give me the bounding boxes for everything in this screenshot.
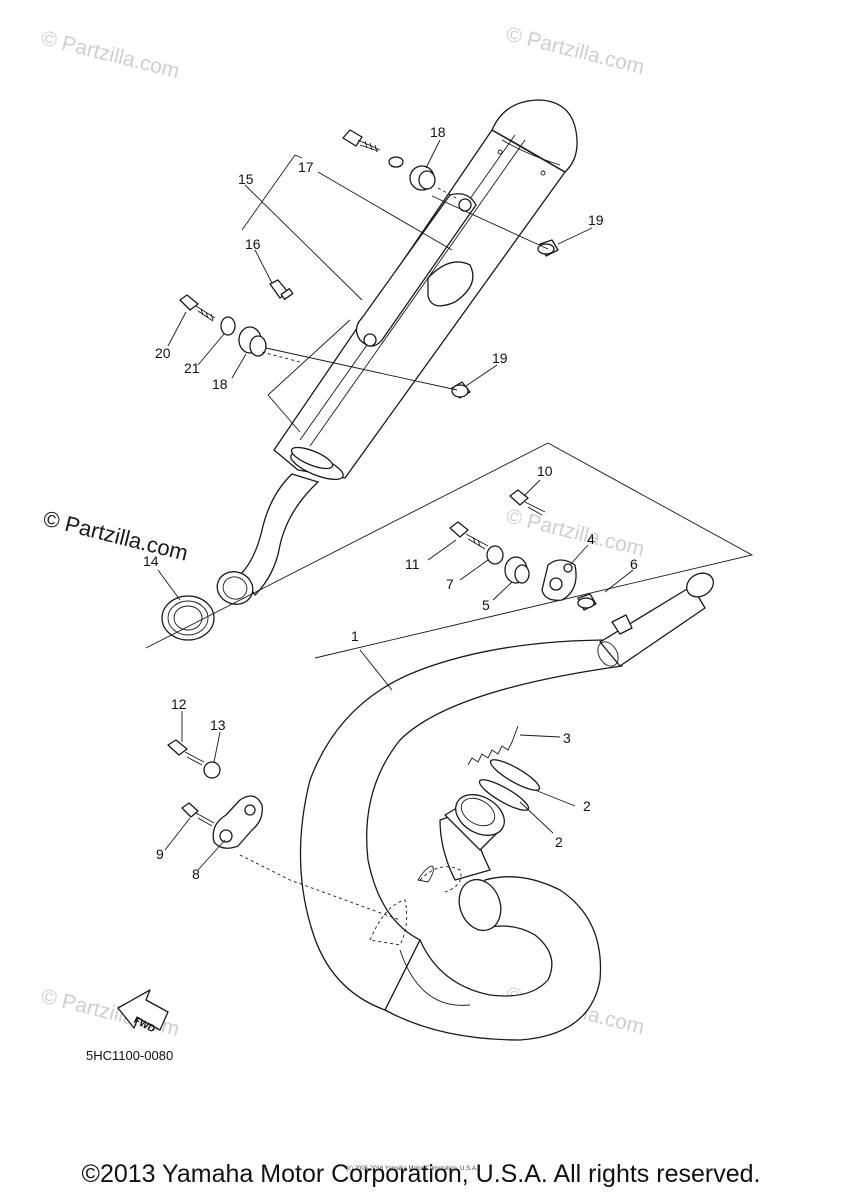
callout-12: 12 xyxy=(171,696,187,712)
watermark-middle-left: © Partzilla.com xyxy=(41,506,191,566)
copyright-notice: ©2013 Yamaha Motor Corporation, U.S.A. A… xyxy=(81,1160,761,1188)
fwd-arrow-icon: FWD xyxy=(117,989,169,1035)
callout-1: 1 xyxy=(351,628,359,644)
callout-5: 5 xyxy=(482,597,490,613)
callout-21: 21 xyxy=(184,360,200,376)
callout-3: 3 xyxy=(563,730,571,746)
small-print: (c) 2005-2016 Yamaha Motor Corporation, … xyxy=(346,1166,478,1172)
callout-7: 7 xyxy=(446,576,454,592)
callout-8: 8 xyxy=(192,866,200,882)
callout-19b: 19 xyxy=(492,350,508,366)
callout-16: 16 xyxy=(245,236,261,252)
callout-18b: 18 xyxy=(212,376,228,392)
callout-leaders xyxy=(157,139,634,871)
flange-8 xyxy=(167,739,401,921)
diagram-code: 5HC1100-0080 xyxy=(86,1048,173,1063)
callout-15: 15 xyxy=(238,171,254,187)
callout-9: 9 xyxy=(156,846,164,862)
spring-3 xyxy=(467,725,519,766)
watermark-top-left: © Partzilla.com xyxy=(39,27,182,84)
expansion-chamber xyxy=(299,572,714,1041)
callout-4: 4 xyxy=(587,531,595,547)
callout-14: 14 xyxy=(143,553,159,569)
group-bracket-mount xyxy=(145,442,754,659)
silencer xyxy=(216,99,578,605)
callout-17: 17 xyxy=(298,159,314,175)
callout-6: 6 xyxy=(630,556,638,572)
gasket-ring-14 xyxy=(161,595,215,641)
group-bracket-silencer xyxy=(241,154,303,231)
callout-13: 13 xyxy=(210,717,226,733)
callout-20: 20 xyxy=(155,345,171,361)
o-rings-2 xyxy=(478,759,541,811)
callout-2b: 2 xyxy=(555,834,563,850)
watermark-middle-right: © Partzilla.com xyxy=(504,505,647,562)
mount-hardware xyxy=(449,489,597,611)
bolt-16 xyxy=(269,279,294,300)
callout-18a: 18 xyxy=(430,124,446,140)
callout-11: 11 xyxy=(405,556,420,572)
watermark-top-right: © Partzilla.com xyxy=(504,23,647,80)
callout-19a: 19 xyxy=(588,212,604,228)
callout-2a: 2 xyxy=(583,798,591,814)
callout-10: 10 xyxy=(537,463,553,479)
